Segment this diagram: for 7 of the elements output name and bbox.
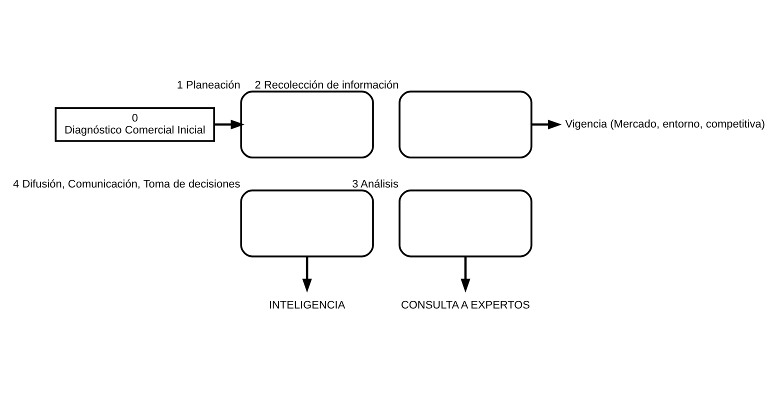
- node-label: 2 Recolección de información: [254, 79, 399, 92]
- node-text: Vigencia (Mercado, entorno, competitiva): [565, 118, 766, 130]
- node-text: INTELIGENCIA: [268, 300, 346, 312]
- node-label: 3 Análisis: [352, 178, 398, 190]
- node-label: 1 Planeación: [176, 79, 240, 92]
- node-text: CONSULTA A EXPERTOS: [400, 300, 530, 312]
- node-label: 4 Difusión, Comunicación, Toma de decisiones: [13, 178, 240, 190]
